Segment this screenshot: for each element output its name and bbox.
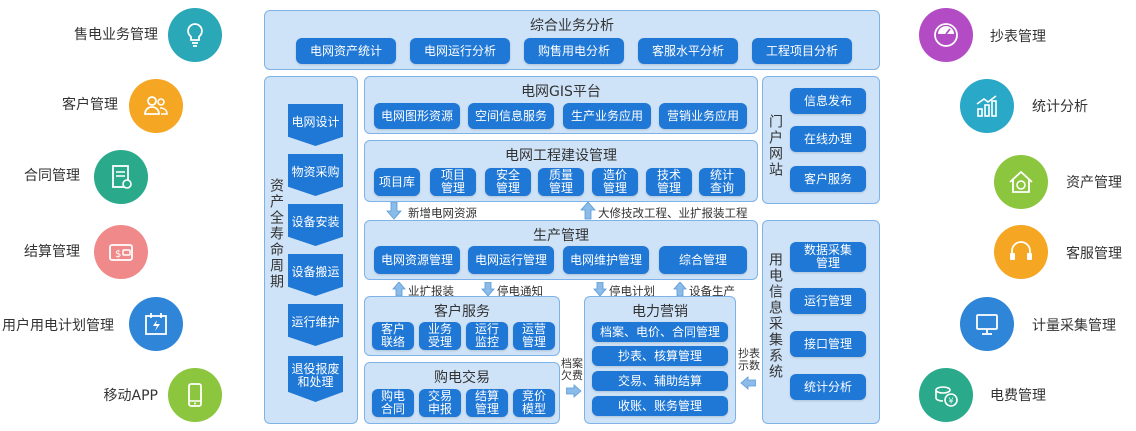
meter-gauge-icon[interactable] <box>919 8 973 62</box>
lifecycle-step-relocation[interactable]: 设备搬运 <box>288 254 343 296</box>
panel-title: 电网工程建设管理 <box>505 148 617 164</box>
lifecycle-step-maintenance[interactable]: 运行维护 <box>288 304 343 346</box>
business-expansion-label: 业扩报装 <box>408 284 454 298</box>
archive-price-contract-button[interactable]: 档案、电价、合同管理 <box>592 322 728 342</box>
grid-graphics-button[interactable]: 电网图形资源 <box>374 103 460 129</box>
archive-arrears-label: 档案 欠费 <box>561 357 583 382</box>
overhaul-project-label: 大修技改工程、业扩报装工程 <box>598 206 748 220</box>
purchase-contract-button[interactable]: 购电 合同 <box>372 389 414 417</box>
data-collection-button[interactable]: 数据采集 管理 <box>790 242 866 272</box>
svg-text:$: $ <box>115 249 121 260</box>
down-arrow-icon <box>386 202 402 220</box>
feature-label-customer: 客户管理 <box>62 97 118 113</box>
project-analysis-button[interactable]: 工程项目分析 <box>752 38 852 64</box>
feature-label-service: 客服管理 <box>1066 246 1122 262</box>
meter-reading-label: 抄表 示数 <box>738 347 760 372</box>
accounts-receivable-button[interactable]: 收账、账务管理 <box>592 396 728 416</box>
panel-title: 电力营销 <box>632 304 688 320</box>
trade-declaration-button[interactable]: 交易 申报 <box>419 389 461 417</box>
outage-plan-label: 停电计划 <box>609 284 655 298</box>
info-publish-button[interactable]: 信息发布 <box>790 88 866 114</box>
grid-operation-management-button[interactable]: 电网运行管理 <box>468 246 554 274</box>
production-app-button[interactable]: 生产业务应用 <box>563 103 651 129</box>
feature-label-sales: 售电业务管理 <box>74 27 158 43</box>
grid-resource-management-button[interactable]: 电网资源管理 <box>374 246 460 274</box>
technical-management-button[interactable]: 技术 管理 <box>646 168 692 196</box>
equipment-production-label: 设备生产 <box>689 284 735 298</box>
lifecycle-step-design[interactable]: 电网设计 <box>288 104 343 146</box>
grid-maintenance-button[interactable]: 电网维护管理 <box>563 246 649 274</box>
grid-asset-stats-button[interactable]: 电网资产统计 <box>296 38 396 64</box>
feature-label-mobile-app: 移动APP <box>103 388 158 404</box>
feature-label-assets: 资产管理 <box>1066 175 1122 191</box>
service-level-analysis-button[interactable]: 客服水平分析 <box>638 38 738 64</box>
panel-title: 电网GIS平台 <box>521 84 601 100</box>
safety-management-button[interactable]: 安全 管理 <box>485 168 531 196</box>
feature-label-statistics: 统计分析 <box>1032 99 1088 115</box>
feature-label-meter-reading: 抄表管理 <box>990 29 1046 45</box>
lifecycle-step-procurement[interactable]: 物资采购 <box>288 154 343 196</box>
operation-management-button[interactable]: 运营 管理 <box>513 322 555 350</box>
coins-icon[interactable]: ¥ <box>919 368 973 422</box>
feature-label-billing: 电费管理 <box>990 388 1046 404</box>
grid-operation-analysis-button[interactable]: 电网运行分析 <box>410 38 510 64</box>
up-arrow-icon <box>673 282 687 297</box>
statistics-query-button[interactable]: 统计 查询 <box>699 168 745 196</box>
bar-chart-icon[interactable] <box>960 79 1014 133</box>
lightbulb-icon[interactable] <box>168 8 222 62</box>
panel-title: 生产管理 <box>533 228 589 244</box>
mobile-phone-icon[interactable] <box>168 368 222 422</box>
asset-house-icon[interactable] <box>994 155 1048 209</box>
up-arrow-icon <box>580 202 596 220</box>
online-handling-button[interactable]: 在线办理 <box>790 126 866 152</box>
contract-icon[interactable] <box>94 150 148 204</box>
lifecycle-step-retirement[interactable]: 退役报废 和处理 <box>288 356 343 402</box>
calendar-power-icon[interactable] <box>129 297 183 351</box>
new-grid-resource-label: 新增电网资源 <box>408 206 477 220</box>
interface-management-button[interactable]: 接口管理 <box>790 331 866 357</box>
down-arrow-icon <box>593 282 607 297</box>
lifecycle-step-installation[interactable]: 设备安装 <box>288 204 343 246</box>
portal-title: 门户网站 <box>767 114 783 178</box>
marketing-app-button[interactable]: 营销业务应用 <box>659 103 747 129</box>
meter-billing-button[interactable]: 抄表、核算管理 <box>592 346 728 366</box>
power-trade-analysis-button[interactable]: 购售用电分析 <box>524 38 624 64</box>
wallet-icon[interactable]: $ <box>94 225 148 279</box>
trade-settlement-button[interactable]: 交易、辅助结算 <box>592 371 728 391</box>
users-icon[interactable] <box>129 79 183 133</box>
consumption-operation-button[interactable]: 运行管理 <box>790 288 866 314</box>
svg-text:¥: ¥ <box>949 397 954 406</box>
settlement-management-button[interactable]: 结算 管理 <box>466 389 508 417</box>
monitor-icon[interactable] <box>960 297 1014 351</box>
headset-icon[interactable] <box>994 225 1048 279</box>
up-arrow-icon <box>392 282 406 297</box>
feature-label-metering: 计量采集管理 <box>1032 318 1116 334</box>
consumption-title: 用电信息采集系统 <box>767 252 783 380</box>
bidding-model-button[interactable]: 竞价 模型 <box>513 389 555 417</box>
operation-monitor-button[interactable]: 运行 监控 <box>466 322 508 350</box>
project-library-button[interactable]: 项目库 <box>374 168 420 196</box>
business-acceptance-button[interactable]: 业务 受理 <box>419 322 461 350</box>
feature-label-contract: 合同管理 <box>24 168 80 184</box>
customer-contact-button[interactable]: 客户 联络 <box>372 322 414 350</box>
feature-label-power-plan: 用户用电计划管理 <box>2 318 114 334</box>
panel-title: 综合业务分析 <box>530 18 614 34</box>
feature-label-settlement: 结算管理 <box>24 244 80 260</box>
cost-management-button[interactable]: 造价 管理 <box>592 168 638 196</box>
consumption-statistics-button[interactable]: 统计分析 <box>790 374 866 400</box>
portal-customer-service-button[interactable]: 客户服务 <box>790 166 866 192</box>
right-arrow-icon <box>566 384 582 398</box>
left-arrow-icon <box>740 376 756 390</box>
project-management-button[interactable]: 项目 管理 <box>430 168 476 196</box>
integrated-management-button[interactable]: 综合管理 <box>659 246 747 274</box>
down-arrow-icon <box>481 282 495 297</box>
panel-title: 购电交易 <box>434 370 490 386</box>
outage-notice-label: 停电通知 <box>497 284 543 298</box>
quality-management-button[interactable]: 质量 管理 <box>538 168 584 196</box>
spatial-info-button[interactable]: 空间信息服务 <box>468 103 554 129</box>
panel-title: 客户服务 <box>434 304 490 320</box>
lifecycle-title: 资产全寿命周期 <box>268 178 284 290</box>
